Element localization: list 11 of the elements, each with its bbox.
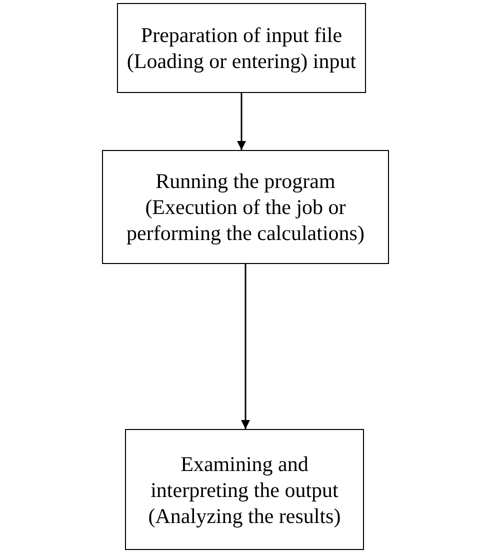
box-text: Running the program: [156, 168, 336, 194]
arrow: [237, 93, 246, 150]
box-text: Examining and interpreting the output: [150, 450, 340, 502]
process-box: [117, 3, 366, 93]
process-box: [102, 150, 389, 264]
box-text: (Analyzing the results): [148, 502, 341, 528]
arrow: [241, 264, 250, 429]
box-text: (Execution of the job or performing the calculations): [126, 194, 366, 246]
process-box: [125, 429, 364, 550]
box-text: Preparation of input file: [140, 22, 342, 48]
box-text: (Loading or entering) input: [126, 48, 356, 74]
